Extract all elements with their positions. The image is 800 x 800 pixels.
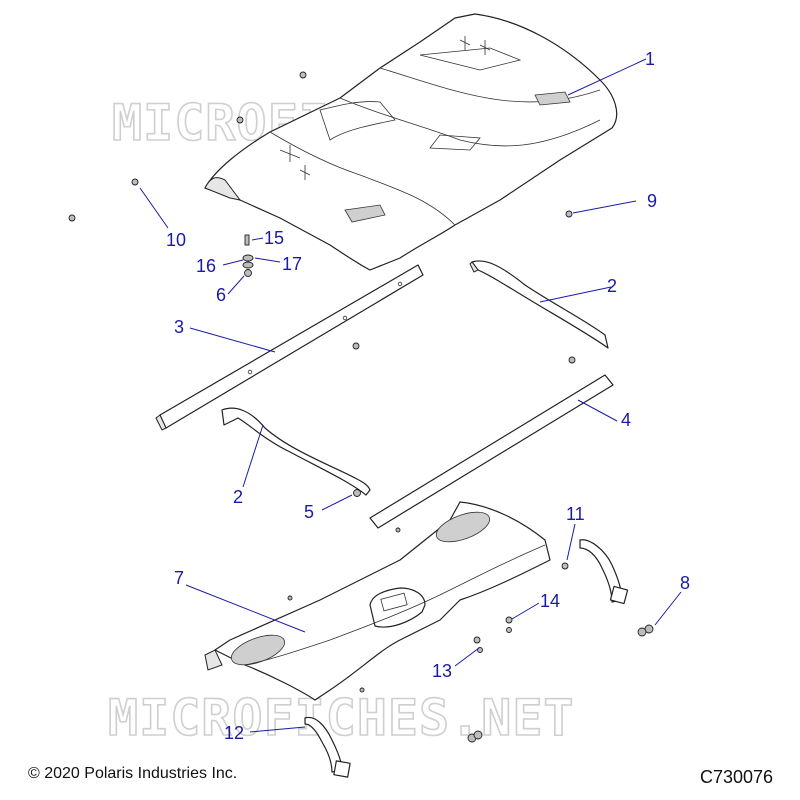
watermark-bottom: MICROFICHES.NET	[108, 689, 575, 747]
callout-4: 4	[621, 410, 631, 430]
callout-7: 7	[174, 568, 184, 588]
callout-12: 12	[224, 723, 244, 743]
callout-2-lower: 2	[233, 487, 243, 507]
callout-2-upper: 2	[607, 276, 617, 296]
trim-right-part	[579, 539, 629, 605]
callout-5: 5	[304, 502, 314, 522]
callout-13: 13	[432, 661, 452, 681]
callout-9: 9	[647, 191, 657, 211]
leader-lines	[139, 58, 682, 733]
callout-15: 15	[264, 228, 284, 248]
callout-3: 3	[174, 317, 184, 337]
callout-10: 10	[166, 230, 186, 250]
callout-1: 1	[645, 49, 655, 69]
copyright-notice: © 2020 Polaris Industries Inc.	[28, 765, 237, 782]
callouts: 1 2 2 3 4 5 6 7 8 9 10 11 12 13 14 15 16…	[166, 49, 690, 743]
seal-lower-left	[221, 407, 371, 496]
callout-14: 14	[540, 591, 560, 611]
roof-part	[204, 13, 618, 271]
diagram-id: C730076	[700, 767, 773, 787]
left-roof-rail	[155, 264, 424, 431]
hardware-fasteners	[68, 71, 654, 743]
callout-11: 11	[566, 504, 585, 524]
callout-16: 16	[196, 256, 216, 276]
trim-bottom-part	[304, 716, 351, 778]
right-roof-rail	[369, 374, 614, 529]
headliner-part	[204, 501, 551, 701]
seal-upper-right	[469, 260, 609, 349]
callout-8: 8	[680, 573, 690, 593]
callout-6: 6	[216, 285, 226, 305]
callout-17: 17	[282, 254, 302, 274]
